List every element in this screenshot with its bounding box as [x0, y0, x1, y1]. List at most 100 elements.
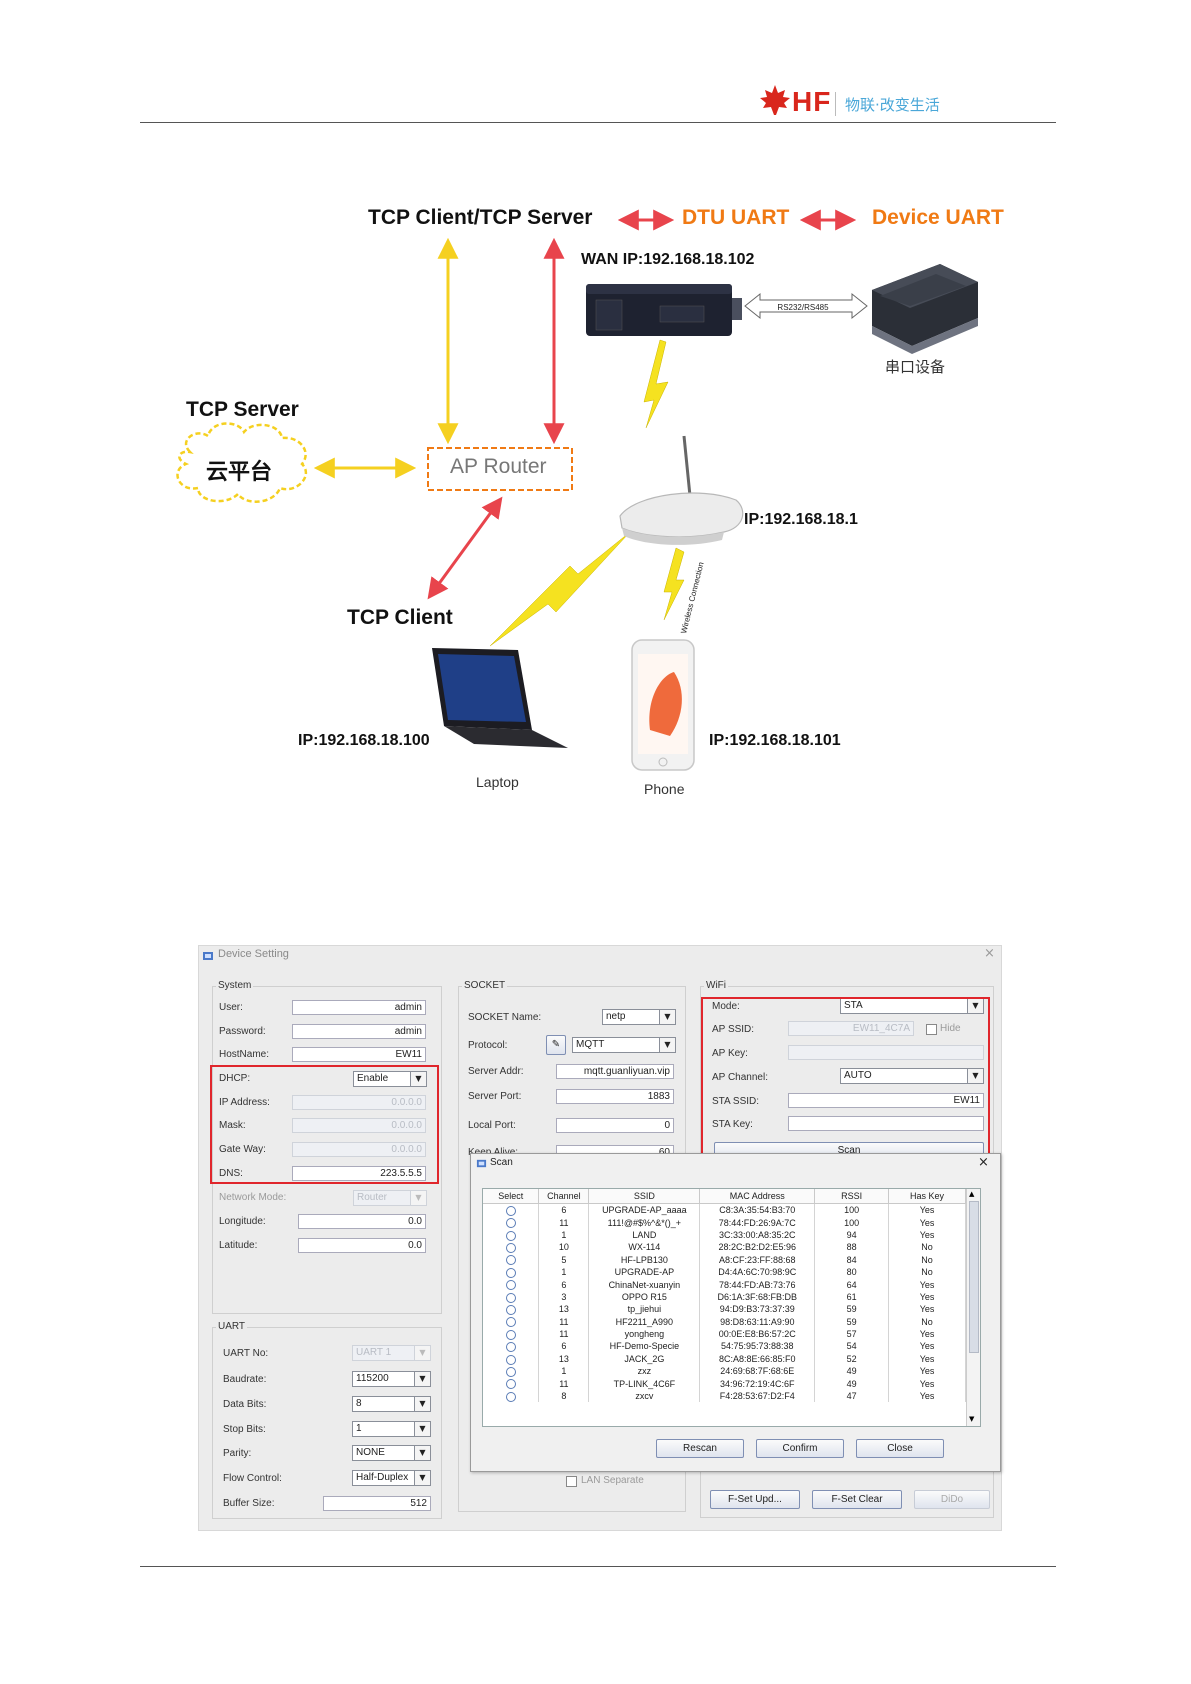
table-cell: 3C:33:00:A8:35:2C [699, 1228, 816, 1242]
scroll-up-icon[interactable]: ▲ [969, 1190, 975, 1198]
select-radio[interactable] [505, 1379, 516, 1390]
mode-label: Mode: [712, 1001, 740, 1012]
sta-ssid-field[interactable]: EW11 [788, 1093, 984, 1108]
dhcp-highlight-box [210, 1065, 439, 1184]
fset-upd-button[interactable]: F-Set Upd... [710, 1490, 800, 1509]
chevron-down-icon: ▼ [659, 1010, 675, 1024]
column-header[interactable]: Has Key [888, 1189, 966, 1204]
scan-close-icon[interactable]: × [978, 1155, 989, 1170]
select-radio[interactable] [505, 1354, 516, 1365]
select-radio[interactable] [505, 1391, 516, 1402]
table-cell: Yes [888, 1327, 966, 1341]
close-button[interactable]: Close [856, 1439, 944, 1458]
flow-control-select[interactable]: Half-Duplex▼ [352, 1470, 431, 1486]
select-radio[interactable] [505, 1242, 516, 1253]
lan-separate-checkbox[interactable] [566, 1476, 577, 1487]
select-radio[interactable] [505, 1280, 516, 1291]
table-cell: 98:D8:63:11:A9:90 [699, 1315, 816, 1328]
user-field[interactable]: admin [292, 1000, 426, 1015]
dns-field[interactable]: 223.5.5.5 [292, 1166, 426, 1181]
scroll-thumb[interactable] [969, 1201, 979, 1353]
ap-router-box [427, 447, 573, 491]
fset-clear-button[interactable]: F-Set Clear [812, 1490, 902, 1509]
parity-select[interactable]: NONE▼ [352, 1445, 431, 1461]
select-radio[interactable] [505, 1304, 516, 1315]
select-radio[interactable] [505, 1342, 516, 1353]
scroll-down-icon[interactable]: ▼ [969, 1415, 975, 1423]
mask-label: Mask: [219, 1120, 246, 1131]
local-port-field[interactable]: 0 [556, 1118, 674, 1133]
table-cell: 28:2C:B2:D2:E5:96 [699, 1241, 816, 1254]
uart-no-select[interactable]: UART 1▼ [352, 1345, 431, 1361]
select-radio[interactable] [505, 1329, 516, 1340]
select-radio[interactable] [505, 1205, 516, 1216]
protocol-select[interactable]: MQTT▼ [572, 1037, 676, 1053]
rescan-button[interactable]: Rescan [656, 1439, 744, 1458]
window-close-button[interactable]: × [984, 946, 995, 961]
table-cell: 78:44:FD:26:9A:7C [699, 1216, 816, 1229]
longitude-field[interactable]: 0.0 [298, 1214, 426, 1229]
table-cell: UPGRADE-AP_aaaa [588, 1203, 701, 1217]
table-scrollbar[interactable]: ▲ ▼ [966, 1189, 980, 1426]
latitude-field[interactable]: 0.0 [298, 1238, 426, 1253]
dhcp-select[interactable]: Enable▼ [353, 1071, 427, 1087]
buffer-size-field[interactable]: 512 [323, 1496, 431, 1511]
select-cell [483, 1203, 540, 1217]
select-radio[interactable] [505, 1317, 516, 1328]
column-header[interactable]: Select [483, 1189, 540, 1204]
confirm-button[interactable]: Confirm [756, 1439, 844, 1458]
select-radio[interactable] [505, 1230, 516, 1241]
select-radio[interactable] [505, 1292, 516, 1303]
dido-button[interactable]: DiDo [914, 1490, 990, 1509]
mask-field[interactable]: 0.0.0.0 [292, 1118, 426, 1133]
socket-name-select[interactable]: netp ▼ [602, 1009, 676, 1025]
ap-ssid-label: AP SSID: [712, 1024, 755, 1035]
sta-key-field[interactable] [788, 1116, 984, 1131]
ap-ssid-field[interactable]: EW11_4C7A [788, 1021, 914, 1036]
hostname-field[interactable]: EW11 [292, 1047, 426, 1062]
stop-bits-select[interactable]: 1▼ [352, 1421, 431, 1437]
ap-channel-select[interactable]: AUTO▼ [840, 1068, 984, 1084]
ip-address-field[interactable]: 0.0.0.0 [292, 1095, 426, 1110]
password-field[interactable]: admin [292, 1024, 426, 1039]
column-header[interactable]: Channel [538, 1189, 590, 1204]
edit-protocol-button[interactable]: ✎ [546, 1035, 566, 1055]
column-header[interactable]: MAC Address [699, 1189, 816, 1204]
gateway-field[interactable]: 0.0.0.0 [292, 1142, 426, 1157]
uart-group-label: UART [216, 1321, 248, 1332]
data-bits-select[interactable]: 8▼ [352, 1396, 431, 1412]
server-addr-field[interactable]: mqtt.guanliyuan.vip [556, 1064, 674, 1079]
column-header[interactable]: SSID [588, 1189, 701, 1204]
hide-checkbox[interactable] [926, 1024, 937, 1035]
baudrate-select[interactable]: 115200▼ [352, 1371, 431, 1387]
server-port-field[interactable]: 1883 [556, 1089, 674, 1104]
system-group-label: System [216, 980, 254, 991]
column-header[interactable]: RSSI [814, 1189, 890, 1204]
network-mode-select[interactable]: Router▼ [353, 1190, 427, 1206]
select-cell [483, 1290, 540, 1304]
select-radio[interactable] [505, 1366, 516, 1377]
select-radio[interactable] [505, 1255, 516, 1266]
select-radio[interactable] [505, 1218, 516, 1229]
socket-name-value: netp [606, 1011, 626, 1022]
table-cell: TP-LINK_4C6F [588, 1377, 701, 1390]
ap-key-field[interactable] [788, 1045, 984, 1060]
select-radio[interactable] [505, 1267, 516, 1278]
